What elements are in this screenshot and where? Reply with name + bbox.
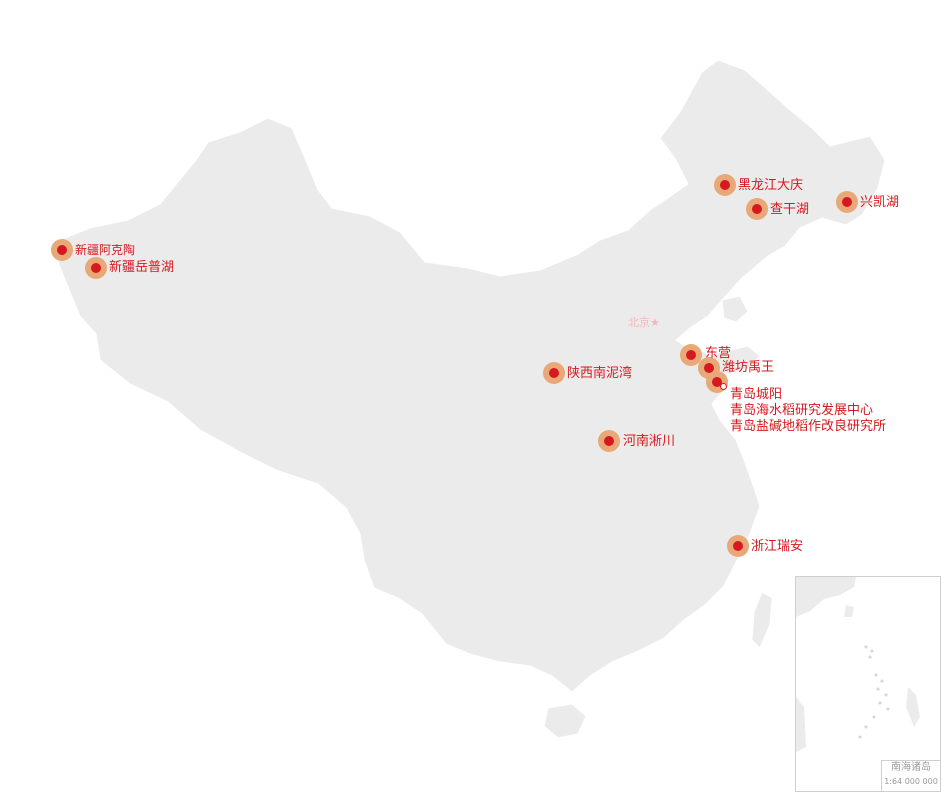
south-china-sea-inset: 南海诸岛 1:64 000 000: [795, 576, 941, 792]
site-marker-zhejiang-ruian[interactable]: [727, 535, 749, 557]
site-label-xingkaihu: 兴凯湖: [860, 195, 900, 210]
site-marker-dot: [604, 436, 614, 446]
site-marker-dot: [712, 377, 722, 387]
inset-map: [796, 577, 920, 752]
site-label-weifang-yuwang: 潍坊禹王: [722, 360, 775, 375]
site-marker-xingkaihu[interactable]: [836, 191, 858, 213]
site-marker-dongying[interactable]: [680, 344, 702, 366]
inset-hainan: [844, 605, 854, 617]
site-marker-dot: [704, 363, 714, 373]
inset-islands: [858, 645, 890, 739]
site-label-heilongjiang-daqing: 黑龙江大庆: [738, 178, 804, 193]
site-label-zhejiang-ruian: 浙江瑞安: [751, 539, 804, 554]
site-marker-heilongjiang-daqing[interactable]: [714, 174, 736, 196]
site-marker-chaganhu[interactable]: [746, 198, 768, 220]
site-marker-dot: [842, 197, 852, 207]
site-label-xinjiang-yuepuhu: 新疆岳普湖: [109, 260, 175, 275]
site-marker-dot: [752, 204, 762, 214]
site-marker-dot: [720, 180, 730, 190]
qingdao-label-saline-institute: 青岛盐碱地稻作改良研究所: [730, 419, 887, 434]
site-marker-xinjiang-yuepuhu[interactable]: [85, 257, 107, 279]
site-marker-dot: [57, 245, 67, 255]
site-label-xinjiang-akto: 新疆阿克陶: [75, 243, 136, 257]
inset-title: 南海诸岛: [891, 762, 931, 773]
site-label-henan-xichuan: 河南淅川: [623, 434, 676, 449]
site-marker-dot: [686, 350, 696, 360]
site-marker-dot: [549, 368, 559, 378]
qingdao-label-research-center: 青岛海水稻研究发展中心: [730, 403, 874, 418]
inset-vietnam-coast: [796, 697, 806, 752]
site-label-shaanxi-nanniwan: 陕西南泥湾: [567, 366, 633, 381]
inset-scale: 1:64 000 000: [884, 777, 938, 786]
liaodong-peninsula: [721, 295, 749, 323]
inset-philippines: [906, 687, 920, 727]
site-marker-xinjiang-akto[interactable]: [51, 239, 73, 261]
site-marker-shaanxi-nanniwan[interactable]: [543, 362, 565, 384]
qingdao-label-chengyang: 青岛城阳: [730, 387, 783, 402]
hainan-island: [543, 703, 587, 739]
site-marker-dot: [91, 263, 101, 273]
inset-caption: 南海诸岛 1:64 000 000: [881, 760, 940, 791]
taiwan-island: [751, 591, 773, 649]
site-label-chaganhu: 查干湖: [770, 202, 810, 217]
capital-beijing-label: 北京★: [628, 316, 660, 329]
qingdao-center-ring: [720, 383, 727, 390]
site-marker-henan-xichuan[interactable]: [598, 430, 620, 452]
site-marker-dot: [733, 541, 743, 551]
inset-mainland-coast: [796, 577, 856, 617]
